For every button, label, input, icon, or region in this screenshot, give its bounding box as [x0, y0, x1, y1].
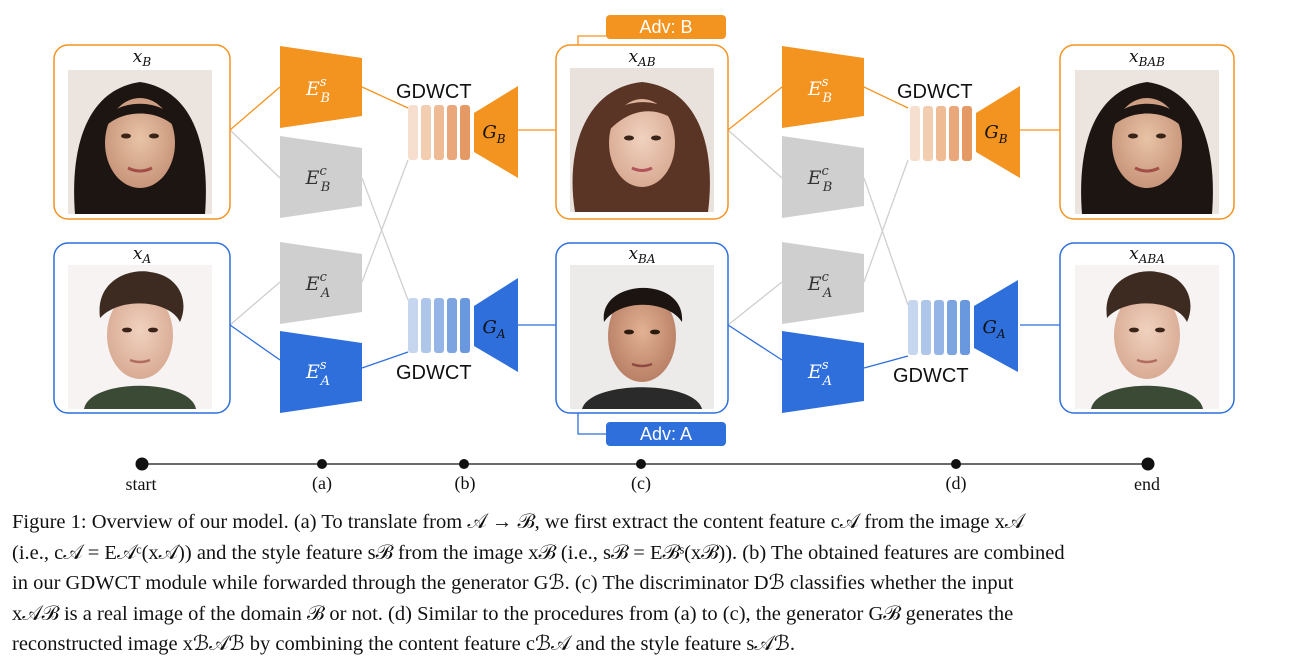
timeline-dot-c: [636, 459, 646, 469]
adv-A-label: Adv: A: [640, 424, 692, 444]
gdwct-label-top-right: GDWCT: [897, 81, 973, 103]
timeline-label-d: (d): [946, 473, 967, 494]
generator-A-right: [974, 280, 1018, 372]
gdwct-module-top-right: [910, 106, 972, 161]
encoder-style-B-left: [280, 46, 362, 128]
face-image-xBA: [570, 265, 714, 409]
adv-B-label: Adv: B: [639, 17, 692, 37]
timeline-dot-a: [317, 459, 327, 469]
encoder-content-B-right: [782, 136, 864, 218]
encoder-content-A-left: [280, 242, 362, 324]
timeline-dot-d: [951, 459, 961, 469]
face-image-xABA: [1075, 265, 1219, 409]
gdwct-module-top-left: [408, 105, 470, 160]
connection-lines: [229, 35, 1060, 435]
caption-line-4: x𝒜ℬ is a real image of the domain ℬ or n…: [12, 602, 1014, 625]
generator-A-left: [474, 278, 518, 372]
face-image-xBAB: [1075, 70, 1219, 214]
gdwct-label-bottom-right: GDWCT: [893, 365, 969, 387]
face-image-xAB: [570, 68, 714, 212]
encoder-style-A-right: [782, 331, 864, 413]
encoder-style-A-left: [280, 331, 362, 413]
encoder-content-A-right: [782, 242, 864, 324]
encoder-style-B-right: [782, 46, 864, 128]
timeline-label-b: (b): [455, 473, 476, 494]
generator-B-left: [474, 86, 518, 178]
encoder-content-B-left: [280, 136, 362, 218]
timeline-dot-b: [459, 459, 469, 469]
encoders-left: [280, 46, 362, 413]
timeline-label-a: (a): [312, 473, 332, 494]
caption-line-2: (i.e., c𝒜 = E𝒜ᶜ(x𝒜)) and the style featu…: [12, 541, 1065, 564]
caption-line-1: Figure 1: Overview of our model. (a) To …: [12, 511, 1025, 533]
gdwct-module-bottom-left: [408, 298, 470, 353]
timeline-label-end: end: [1134, 474, 1160, 494]
encoders-right: [782, 46, 864, 413]
timeline-label-c: (c): [631, 473, 651, 494]
caption-line-5: reconstructed image xℬ𝒜ℬ by combining th…: [12, 633, 795, 655]
gdwct-module-bottom-right: [908, 300, 970, 355]
timeline-label-start: start: [126, 474, 157, 494]
timeline-dot-end: [1141, 457, 1155, 471]
adv-B-box: [606, 15, 726, 39]
face-image-xA: [68, 265, 212, 409]
caption-line-3: in our GDWCT module while forwarded thro…: [12, 572, 1014, 594]
gdwct-label-top-left: GDWCT: [396, 81, 472, 103]
figure-caption: Figure 1: Overview of our model. (a) To …: [12, 507, 1280, 660]
timeline-dot-start: [135, 457, 149, 471]
gdwct-label-bottom-left: GDWCT: [396, 362, 472, 384]
face-image-xB: [68, 70, 212, 214]
generator-B-right: [976, 86, 1020, 178]
adv-A-box: [606, 422, 726, 446]
